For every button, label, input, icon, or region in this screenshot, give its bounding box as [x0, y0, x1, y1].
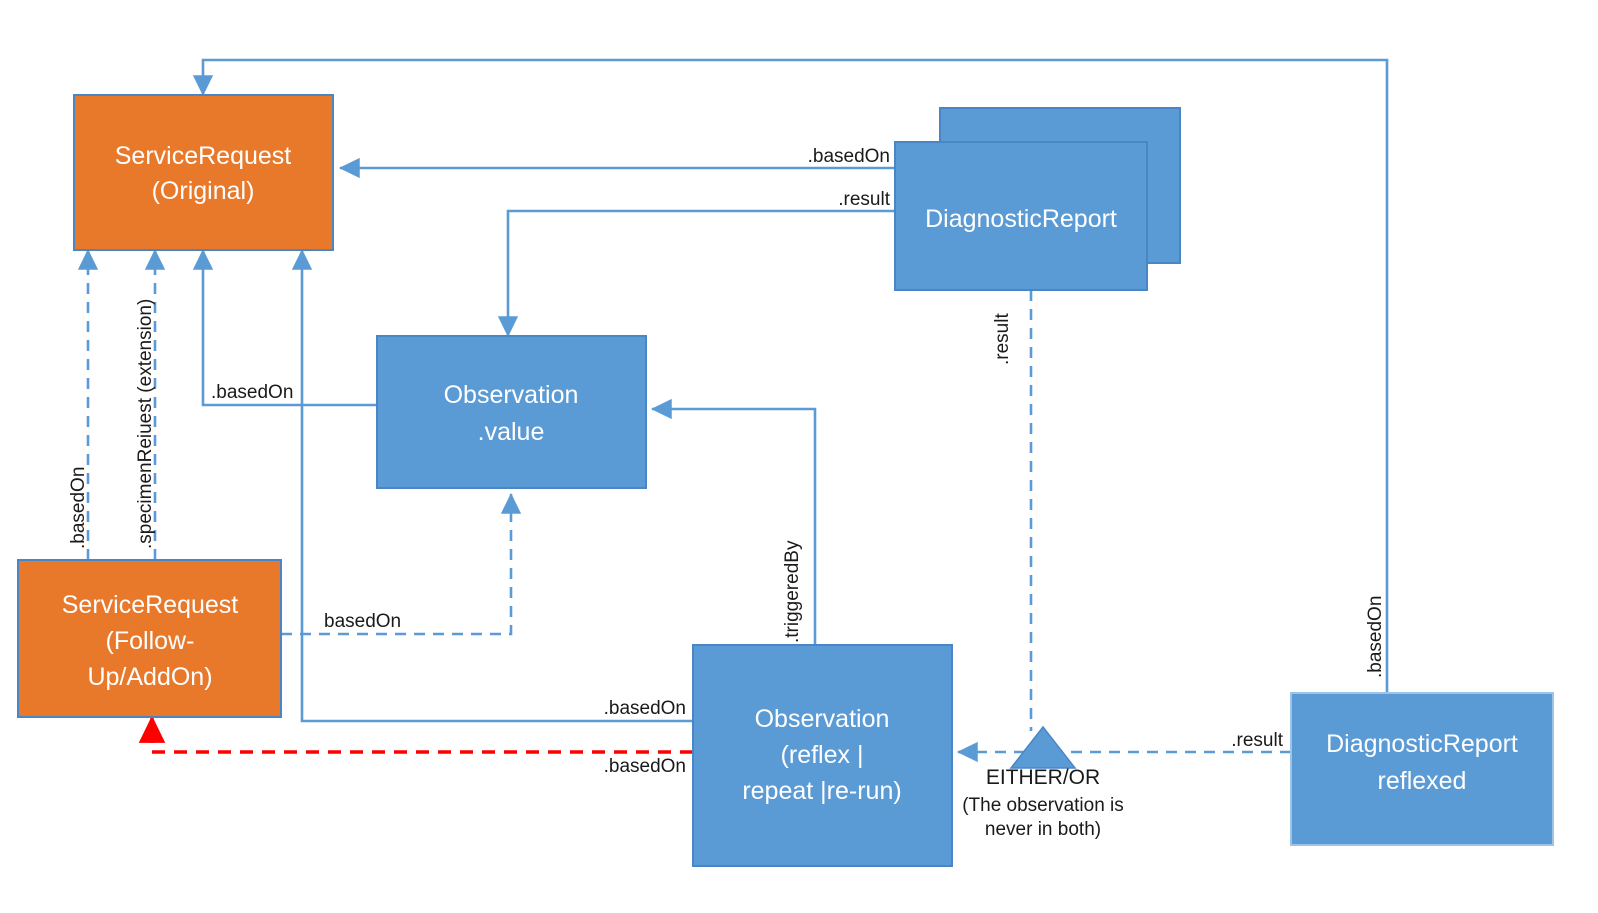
either-or-title: EITHER/OR — [986, 766, 1100, 789]
label-reflexed-result: .result — [1231, 730, 1283, 751]
service-request-original-label-line1: ServiceRequest — [115, 142, 292, 170]
label-followup-basedon-dashed: basedOn — [324, 611, 401, 632]
observation-value-node[interactable]: Observation .value — [376, 335, 647, 489]
edge-observation-value-basedon-to-original — [192, 248, 377, 407]
edge-observation-reflex-basedon-red — [138, 715, 693, 754]
edge-reflexed-basedon-to-original — [192, 58, 1389, 693]
service-request-followup-label-line1: ServiceRequest — [62, 591, 239, 619]
edge-followup-basedon-to-observation-value — [281, 492, 522, 636]
diagnostic-report-reflexed-label-line2: reflexed — [1378, 767, 1467, 795]
observation-value-label-line1: Observation — [444, 381, 579, 409]
observation-reflex-node[interactable]: Observation (reflex | repeat |re-run) — [692, 644, 953, 867]
label-reflex-basedon-red: .basedOn — [604, 756, 686, 777]
label-followup-basedon-vertical: .basedOn — [68, 467, 89, 549]
observation-reflex-label-line3: repeat |re-run) — [742, 777, 901, 805]
label-followup-specimen-request: .specimenReiuest (extension) — [135, 299, 156, 549]
edge-labels-layer: .basedOn .result .basedOn basedOn .based… — [68, 146, 1386, 777]
label-reflexed-basedon-vertical: .basedOn — [1365, 596, 1386, 678]
triangle-marker-icon — [1009, 725, 1077, 769]
edge-dr-result-to-observation-value — [497, 209, 895, 338]
service-request-original-label-line2: (Original) — [152, 177, 255, 205]
connectors-layer — [77, 58, 1389, 763]
observation-reflex-label-line2: (reflex | — [781, 741, 864, 769]
diagnostic-report-label: DiagnosticReport — [925, 205, 1117, 233]
either-or-line1: (The observation is — [962, 795, 1124, 816]
label-reflex-basedon-solid: .basedOn — [604, 698, 686, 719]
observation-value-label-line2: .value — [478, 418, 545, 446]
label-triggered-by: .triggeredBy — [782, 540, 803, 643]
diagnostic-report-reflexed-node[interactable]: DiagnosticReport reflexed — [1290, 692, 1554, 846]
service-request-followup-label-line3: Up/AddOn) — [87, 663, 212, 691]
service-request-followup-label-line2: (Follow- — [106, 627, 195, 655]
service-request-original-node[interactable]: ServiceRequest (Original) — [73, 94, 334, 251]
edge-observation-reflex-triggeredby — [650, 398, 817, 645]
diagnostic-report-reflexed-label-line1: DiagnosticReport — [1326, 730, 1518, 758]
either-or-line2: never in both) — [985, 819, 1101, 840]
service-request-followup-node[interactable]: ServiceRequest (Follow- Up/AddOn) — [17, 559, 282, 718]
label-dr-result: .result — [838, 189, 890, 210]
diagnostic-report-node[interactable]: DiagnosticReport — [894, 141, 1148, 291]
edge-observation-reflex-basedon-to-original — [291, 248, 693, 723]
observation-reflex-label-line1: Observation — [755, 705, 890, 733]
label-dr-result-vertical: .result — [992, 313, 1013, 365]
label-dr-basedon: .basedOn — [808, 146, 890, 167]
either-or-note: EITHER/OR (The observation is never in b… — [962, 766, 1124, 840]
label-observation-value-basedon: .basedOn — [211, 382, 293, 403]
